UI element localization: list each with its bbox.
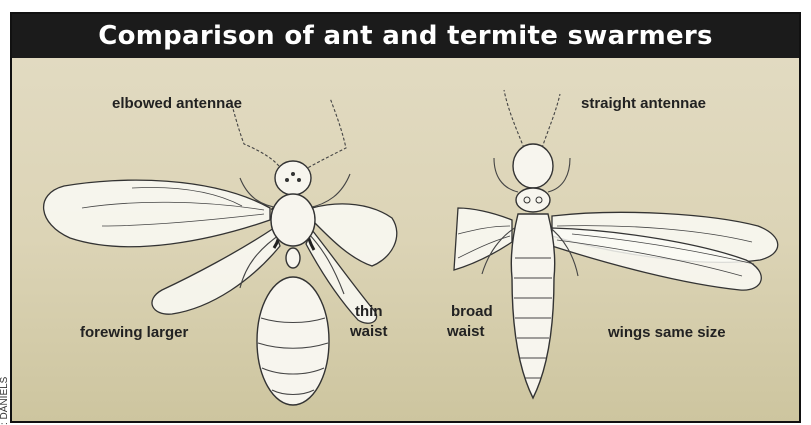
ant-head: [275, 161, 311, 195]
ant-antenna-right: [304, 98, 346, 170]
ant-illustration: [44, 98, 397, 405]
termite-broad-abdomen: [511, 214, 555, 398]
termite-pronotum: [516, 188, 550, 212]
termite-antenna-right: [542, 94, 560, 148]
ant-forewing-left: [44, 180, 270, 247]
diagram-frame: Comparison of ant and termite swarmers: [10, 12, 801, 423]
label-broad-waist-line2: waist: [447, 322, 485, 341]
label-elbowed-antennae: elbowed antennae: [112, 94, 242, 113]
diagram-title: Comparison of ant and termite swarmers: [12, 14, 799, 58]
ant-thorax: [271, 194, 315, 246]
ant-abdomen: [257, 277, 329, 405]
label-wings-same-size: wings same size: [608, 323, 726, 342]
label-forewing-larger: forewing larger: [80, 323, 188, 342]
ant-thin-waist: [286, 248, 300, 268]
termite-illustration: [454, 90, 778, 398]
termite-antenna-left: [504, 90, 524, 148]
label-thin-waist-line2: waist: [350, 322, 388, 341]
termite-head: [513, 144, 553, 188]
termite-wing-left: [454, 208, 512, 270]
label-straight-antennae: straight antennae: [581, 94, 706, 113]
label-thin-waist-line1: thin: [355, 302, 383, 321]
label-broad-waist-line1: broad: [451, 302, 493, 321]
